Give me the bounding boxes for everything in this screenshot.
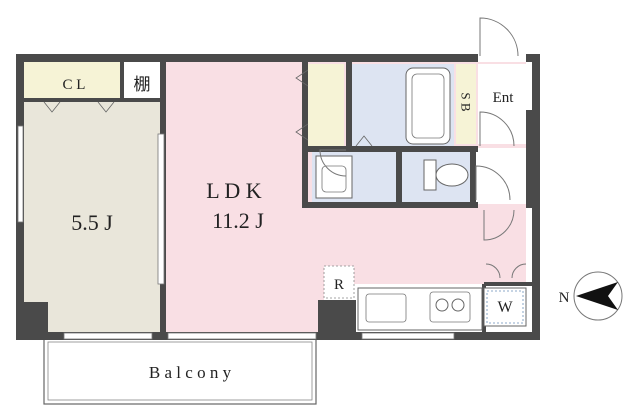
bedroom-room <box>24 102 162 332</box>
closet-label: C L <box>63 77 86 93</box>
wash-basin <box>315 155 353 199</box>
refrigerator-space <box>323 265 355 299</box>
shoe-box-label: S B <box>459 92 474 111</box>
windows <box>17 125 455 340</box>
bathtub <box>405 67 451 145</box>
refrigerator-label: R <box>334 277 344 293</box>
kitchen-counter <box>357 287 483 331</box>
toilet <box>423 159 469 191</box>
compass-north-label: N <box>559 290 570 306</box>
washer-space <box>483 287 527 327</box>
shelf-room <box>124 62 162 102</box>
balcony-label: B a l c o n y <box>149 363 232 382</box>
bedroom-size-label: 5.5 J <box>71 210 113 235</box>
ldk-lower-room <box>164 284 324 332</box>
shelf-label: 棚 <box>134 75 151 94</box>
balcony <box>43 337 317 405</box>
washer-label: W <box>497 299 513 316</box>
ldk-name-label: L D K <box>206 178 262 203</box>
door-swings <box>319 17 527 279</box>
entrance-label: Ent <box>493 90 515 106</box>
shoe-box <box>456 64 476 144</box>
ldk-size-label: 11.2 J <box>212 208 264 233</box>
closet-door-marks <box>43 69 373 147</box>
compass: N <box>559 271 623 321</box>
north-arrow-icon <box>576 282 618 310</box>
hall-area <box>472 148 526 204</box>
closet-room <box>24 62 122 102</box>
storage-room <box>308 64 344 146</box>
entrance-area <box>478 64 526 144</box>
